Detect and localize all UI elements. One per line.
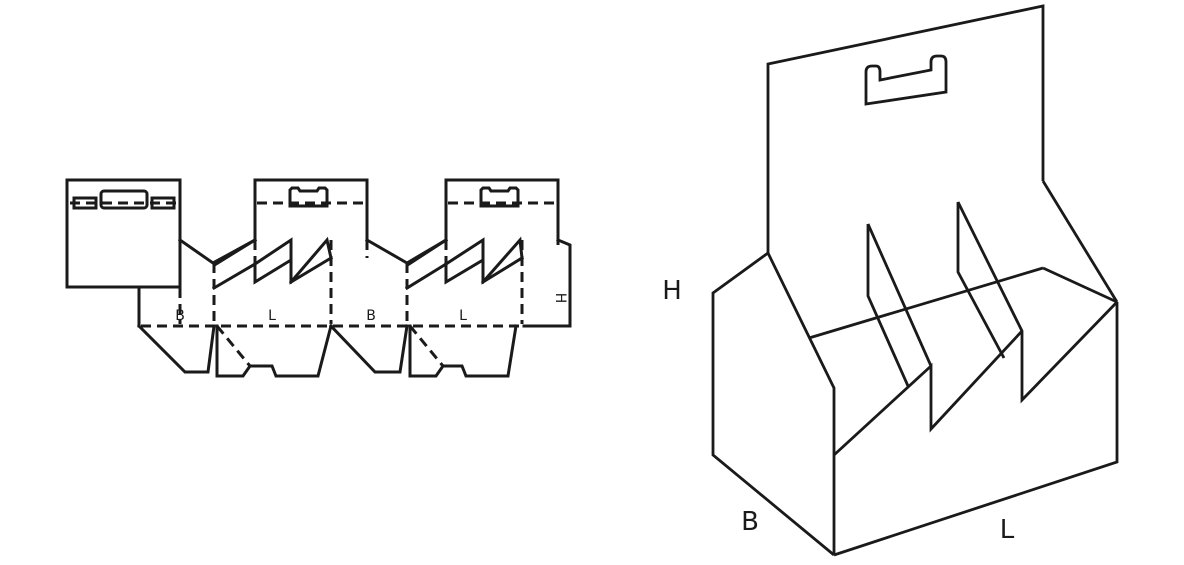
partition-2-front: [956, 202, 1006, 359]
flat-label-l1: L: [268, 308, 276, 324]
bottom-flap-b1: [136, 323, 216, 374]
right-slope-edge: [1041, 180, 1119, 303]
end-panel-b: [711, 251, 835, 557]
flat-label-b1: B: [175, 308, 185, 324]
flat-dieline: B L B L H: [65, 178, 572, 378]
partition-1-zigzag: [833, 330, 1024, 457]
partition-cuts-l1-right: [288, 236, 333, 285]
partition-cuts-l1-lower: [211, 255, 334, 291]
partition-cuts-l2-lower: [404, 255, 525, 291]
partition-cuts-l2-mid: [443, 237, 485, 267]
flat-label-h: H: [552, 293, 568, 304]
partition-1-edge: [866, 223, 933, 367]
partition-cuts-l2-right: [480, 236, 524, 285]
left-handle-panel: [65, 178, 182, 289]
back-handle-panel: [766, 4, 1045, 253]
contour-notch-2: [364, 237, 449, 265]
left-handle-slot-right: [150, 196, 176, 210]
flat-label-b2: B: [366, 308, 376, 324]
bottom-flap-l2: [408, 324, 518, 378]
partition-cuts-l1-mid: [252, 237, 293, 267]
inner-floor-edge: [808, 266, 1044, 340]
left-handle-slot-left: [72, 196, 98, 210]
bottom-flap-l1-diag-fold: [215, 325, 252, 367]
box-label-h: H: [662, 276, 682, 306]
partition-cuts-l1-top: [213, 237, 258, 267]
left-slope-edge: [766, 252, 836, 455]
middle-handle-panel-1: [253, 178, 369, 242]
bottom-flap-l2-diag-fold: [408, 325, 445, 367]
middle-handle-hole-1: [288, 186, 329, 208]
partition-1-front: [866, 224, 910, 387]
flat-label-l2: L: [459, 308, 467, 324]
bottom-flap-l1: [215, 324, 333, 378]
contour-notch-1: [177, 237, 258, 265]
partition-cuts-l2-top: [406, 237, 449, 267]
partition-2-edge: [956, 201, 1119, 404]
back-handle-hole: [864, 54, 948, 106]
assembled-box: H B L: [662, 4, 1119, 557]
bottom-flap-b2: [328, 323, 409, 374]
side-panel-l: [833, 302, 1119, 557]
middle-handle-panel-2: [444, 178, 560, 242]
contour-right-edge: [522, 238, 572, 328]
right-inner-edge: [1042, 266, 1118, 304]
middle-handle-hole-2: [479, 186, 520, 208]
box-label-l: L: [1000, 515, 1015, 545]
left-handle-hole: [99, 189, 149, 210]
box-label-b: B: [741, 507, 759, 537]
